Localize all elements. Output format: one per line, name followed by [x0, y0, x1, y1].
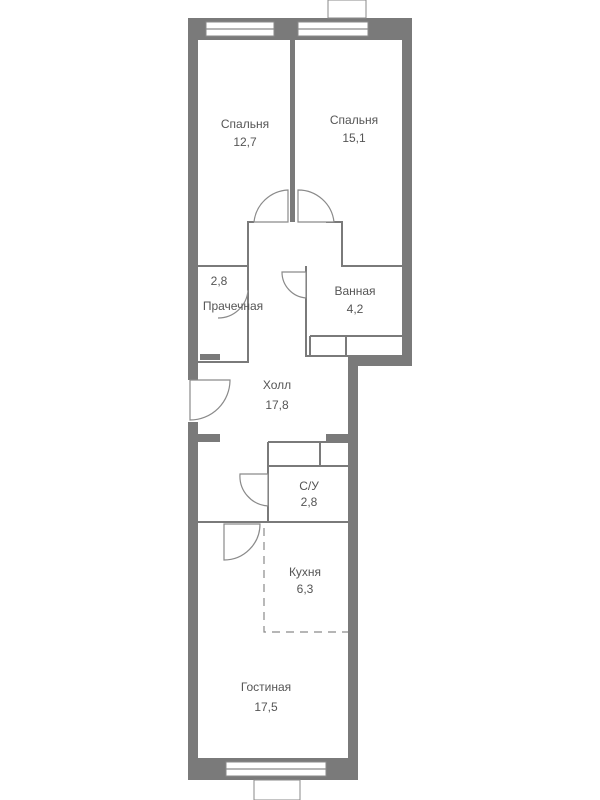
door-kitchen-living	[223, 523, 261, 561]
room-area-bedroom-2: 15,1	[342, 131, 366, 145]
balcony-top	[327, 0, 367, 19]
room-area-kitchen: 6,3	[297, 582, 314, 596]
room-name-bedroom-2: Спальня	[330, 113, 378, 127]
room-name-wc: С/У	[299, 479, 319, 493]
door-bathroom	[281, 271, 307, 299]
door-laundry	[217, 289, 249, 319]
right-step-wall	[348, 356, 412, 366]
balcony-bottom	[253, 779, 301, 800]
room-labels: Спальня 12,7 Спальня 15,1 2,8 Прачечная …	[203, 113, 378, 714]
right-wall-lower	[348, 434, 358, 780]
room-name-bedroom-1: Спальня	[221, 117, 269, 131]
room-name-kitchen: Кухня	[289, 565, 321, 579]
right-wall-upper	[402, 18, 412, 366]
left-wall-lower	[188, 422, 198, 780]
door-bedroom-2	[297, 189, 335, 223]
room-area-laundry: 2,8	[211, 274, 228, 288]
door-bedroom-1	[253, 189, 289, 223]
room-name-hall: Холл	[263, 378, 291, 392]
bedroom-partition	[290, 40, 295, 222]
windows	[205, 0, 369, 800]
right-wall-middle	[348, 356, 358, 442]
laundry-wall-stub	[200, 354, 220, 360]
room-name-living-room: Гостиная	[241, 680, 291, 694]
hall-wall-stub	[198, 434, 220, 442]
entrance-door	[189, 379, 231, 421]
room-area-bathroom: 4,2	[347, 302, 364, 316]
room-area-living-room: 17,5	[254, 700, 278, 714]
kitchen-zone-boundary	[263, 528, 348, 633]
doors	[189, 189, 335, 561]
hall-wall-stub-right	[326, 434, 358, 442]
room-name-laundry: Прачечная	[203, 299, 263, 313]
left-wall-upper	[188, 18, 198, 380]
room-area-wc: 2,8	[301, 495, 318, 509]
room-name-bathroom: Ванная	[334, 284, 375, 298]
room-area-bedroom-1: 12,7	[233, 135, 257, 149]
door-wc	[239, 473, 269, 507]
room-area-hall: 17,8	[265, 398, 289, 412]
